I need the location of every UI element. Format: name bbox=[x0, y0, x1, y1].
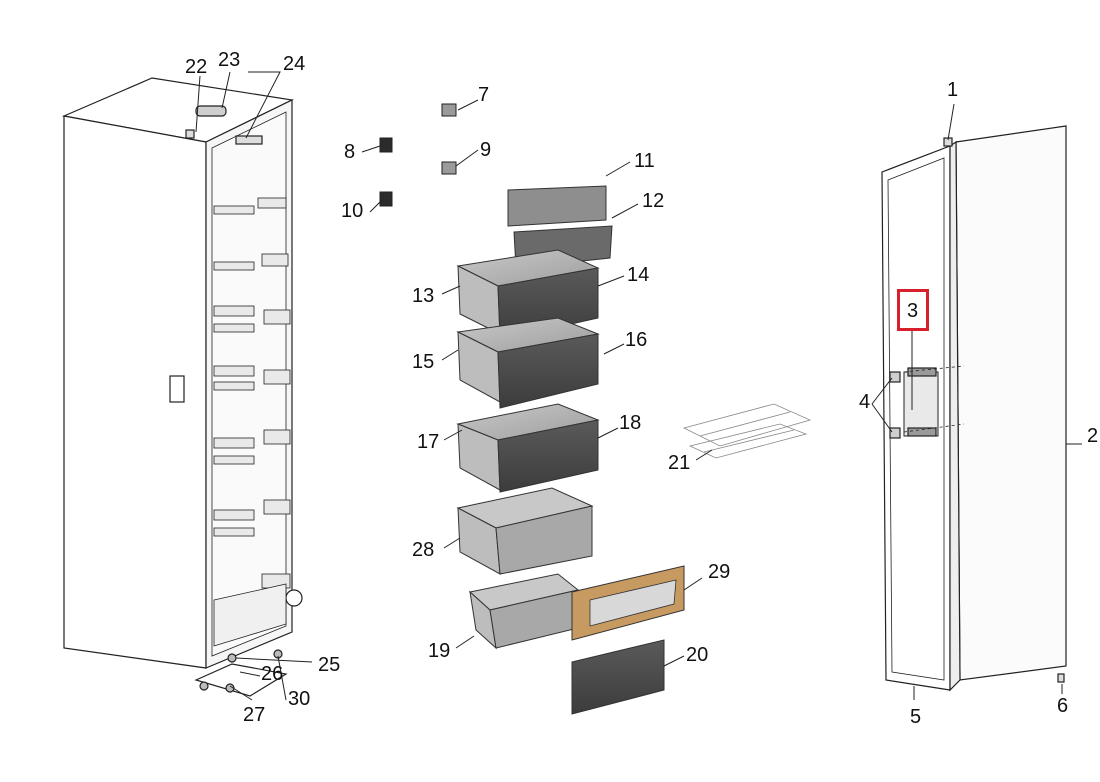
callout-16: 16 bbox=[625, 329, 648, 351]
callout-28: 28 bbox=[412, 539, 435, 561]
callout-27: 27 bbox=[243, 704, 266, 726]
callout-14: 14 bbox=[627, 264, 650, 286]
leader-lines bbox=[195, 71, 1082, 701]
callout-30: 30 bbox=[288, 688, 311, 710]
callout-4: 4 bbox=[859, 391, 871, 413]
callout-8: 8 bbox=[344, 141, 356, 163]
callout-17: 17 bbox=[417, 431, 440, 453]
callout-20: 20 bbox=[686, 644, 709, 666]
callout-29: 29 bbox=[708, 561, 731, 583]
callout-2: 2 bbox=[1087, 425, 1099, 447]
callout-25: 25 bbox=[318, 654, 341, 676]
callout-10: 10 bbox=[341, 200, 364, 222]
callout-21: 21 bbox=[668, 452, 691, 474]
callout-19: 19 bbox=[428, 640, 451, 662]
callout-22: 22 bbox=[185, 56, 208, 78]
callout-9: 9 bbox=[480, 139, 492, 161]
callout-23: 23 bbox=[218, 49, 241, 71]
drawers-and-panels bbox=[456, 185, 812, 715]
callout-26: 26 bbox=[261, 663, 284, 685]
hinge-brackets bbox=[379, 103, 457, 207]
refrigerator-cabinet bbox=[61, 77, 303, 697]
callout-11: 11 bbox=[634, 150, 655, 172]
callout-15: 15 bbox=[412, 351, 435, 373]
callout-7: 7 bbox=[478, 84, 490, 106]
callout-1: 1 bbox=[947, 79, 959, 101]
callout-5: 5 bbox=[910, 706, 922, 728]
refrigerator-door bbox=[881, 125, 1067, 692]
callout-18: 18 bbox=[619, 412, 642, 434]
callout-3: 3 bbox=[907, 300, 919, 322]
callout-6: 6 bbox=[1057, 695, 1069, 717]
highlight-box bbox=[897, 289, 929, 331]
callout-24: 24 bbox=[283, 53, 306, 75]
callout-12: 12 bbox=[642, 190, 665, 212]
callout-13: 13 bbox=[412, 285, 435, 307]
